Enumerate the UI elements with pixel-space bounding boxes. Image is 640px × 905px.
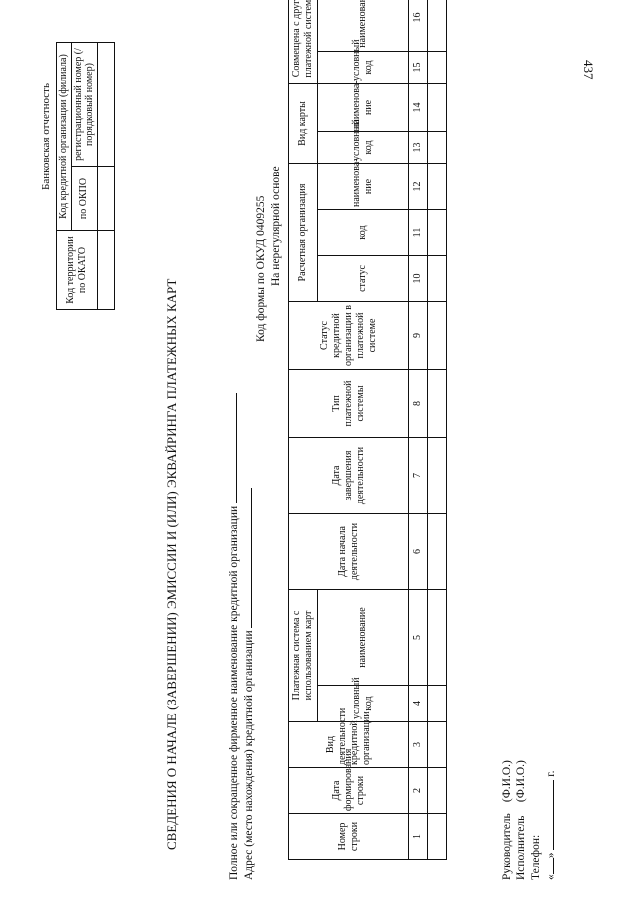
day-field[interactable] xyxy=(543,858,555,875)
table-cell[interactable] xyxy=(427,685,447,722)
head-fio: (Ф.И.О.) xyxy=(501,760,513,803)
col-card-type-group: Вид карты xyxy=(288,83,318,164)
date-close-quote: » xyxy=(545,852,558,859)
col-activity-type: Вид деятельности кредитной организации xyxy=(288,708,409,768)
col-start-date: Дата начала деятельности xyxy=(288,513,409,590)
col-credit-org-status: Статус кредитной организации в платежной… xyxy=(288,301,409,370)
reg-number-cell: регистрационный номер (/порядковый номер… xyxy=(71,42,97,167)
col-num: 1 xyxy=(408,813,428,860)
table-cell[interactable] xyxy=(427,255,447,302)
address-label: Адрес (место нахождения) кредитной орган… xyxy=(243,630,255,880)
table-cell[interactable] xyxy=(427,589,447,686)
okato-cell: Код территории по ОКАТО xyxy=(56,230,97,310)
address-field[interactable] xyxy=(241,487,252,628)
head-label: Руководитель xyxy=(501,813,513,880)
org-name-field[interactable] xyxy=(226,392,237,503)
col-num: 5 xyxy=(408,589,428,686)
col-payment-system-group: Платежная система с использованием карт xyxy=(288,589,318,722)
col-row-number: Номер строки xyxy=(288,813,409,860)
table-cell[interactable] xyxy=(427,163,447,210)
table-row xyxy=(427,0,447,860)
table-cell[interactable] xyxy=(427,301,447,370)
reg-number-value xyxy=(97,42,114,167)
okato-value xyxy=(97,230,114,310)
okpo-value xyxy=(97,166,114,231)
col-settlement-code: код xyxy=(317,209,409,256)
table-cell[interactable] xyxy=(427,721,447,768)
table-cell[interactable] xyxy=(427,369,447,438)
address-line: Адрес (место нахождения) кредитной орган… xyxy=(241,487,256,880)
org-name-line: Полное или сокращенное фирменное наимено… xyxy=(226,392,241,880)
executor-line: Исполнитель (Ф.И.О.) xyxy=(514,760,528,880)
date-line: « » г. xyxy=(543,760,558,880)
col-num: 7 xyxy=(408,437,428,514)
table-cell[interactable] xyxy=(427,0,447,52)
col-compatible-conditional-code: условный код xyxy=(317,39,409,84)
rotated-form: Банковская отчетность Код территории по … xyxy=(20,0,580,890)
col-num: 6 xyxy=(408,513,428,590)
code-table: Код территории по ОКАТО Код кредитной ор… xyxy=(56,42,115,310)
periodicity: На нерегулярной основе xyxy=(270,166,282,286)
col-settlement-group: Расчетная организация xyxy=(288,163,318,302)
okud-code: Код формы по ОКУД 0409255 xyxy=(255,195,267,342)
col-row-date: Дата формирования строки xyxy=(288,749,409,814)
col-num: 3 xyxy=(408,721,428,768)
head-line: Руководитель (Ф.И.О.) xyxy=(500,760,514,880)
col-end-date: Дата завершения деятельности xyxy=(288,437,409,514)
col-card-conditional-code: условный код xyxy=(317,119,409,164)
okpo-cell: по ОКПО xyxy=(71,166,97,231)
col-settlement-status: статус xyxy=(317,255,409,302)
page-number: 437 xyxy=(581,60,596,80)
bank-report-label: Банковская отчетность xyxy=(40,82,52,190)
table-cell[interactable] xyxy=(427,437,447,514)
col-num: 14 xyxy=(408,83,428,132)
executor-label: Исполнитель xyxy=(515,815,528,880)
col-num: 15 xyxy=(408,51,428,84)
col-compatible-name: наименование xyxy=(317,0,409,52)
phone-line: Телефон: xyxy=(529,760,543,880)
table-cell[interactable] xyxy=(427,813,447,860)
signatures-block: Руководитель (Ф.И.О.) Исполнитель (Ф.И.О… xyxy=(500,760,559,880)
col-ps-name: наименование xyxy=(317,589,409,686)
executor-fio: (Ф.И.О.) xyxy=(515,760,528,803)
col-num: 4 xyxy=(408,685,428,722)
col-compatible-group: Совмещена с другой платежной системой xyxy=(288,0,318,84)
col-settlement-name: наименова-ние xyxy=(317,158,409,210)
col-num: 2 xyxy=(408,767,428,814)
col-num: 8 xyxy=(408,369,428,438)
table-cell[interactable] xyxy=(427,209,447,256)
main-table: Номер строки Дата формирования строки Ви… xyxy=(288,0,447,860)
col-num: 10 xyxy=(408,255,428,302)
column-number-row: 1 2 3 4 5 6 7 8 9 10 11 12 13 14 15 16 xyxy=(408,0,428,860)
table-cell[interactable] xyxy=(427,83,447,132)
table-cell[interactable] xyxy=(427,51,447,84)
year-label: г. xyxy=(545,770,558,777)
col-num: 13 xyxy=(408,131,428,164)
col-card-name: наименова-ние xyxy=(317,80,409,132)
table-cell[interactable] xyxy=(427,513,447,590)
col-num: 12 xyxy=(408,163,428,210)
phone-label: Телефон: xyxy=(529,834,542,880)
month-year-field[interactable] xyxy=(543,779,555,850)
date-open-quote: « xyxy=(545,874,558,880)
col-num: 11 xyxy=(408,209,428,256)
col-num: 9 xyxy=(408,301,428,370)
credit-org-code-cell: Код кредитной организации (филиала) xyxy=(56,42,71,231)
col-payment-system-type: Тип платежной системы xyxy=(288,369,409,438)
table-cell[interactable] xyxy=(427,767,447,814)
table-cell[interactable] xyxy=(427,131,447,164)
col-num: 16 xyxy=(408,0,428,52)
org-name-label: Полное или сокращенное фирменное наимено… xyxy=(228,505,240,880)
form-title: СВЕДЕНИЯ О НАЧАЛЕ (ЗАВЕРШЕНИИ) ЭМИССИИ И… xyxy=(164,278,179,850)
